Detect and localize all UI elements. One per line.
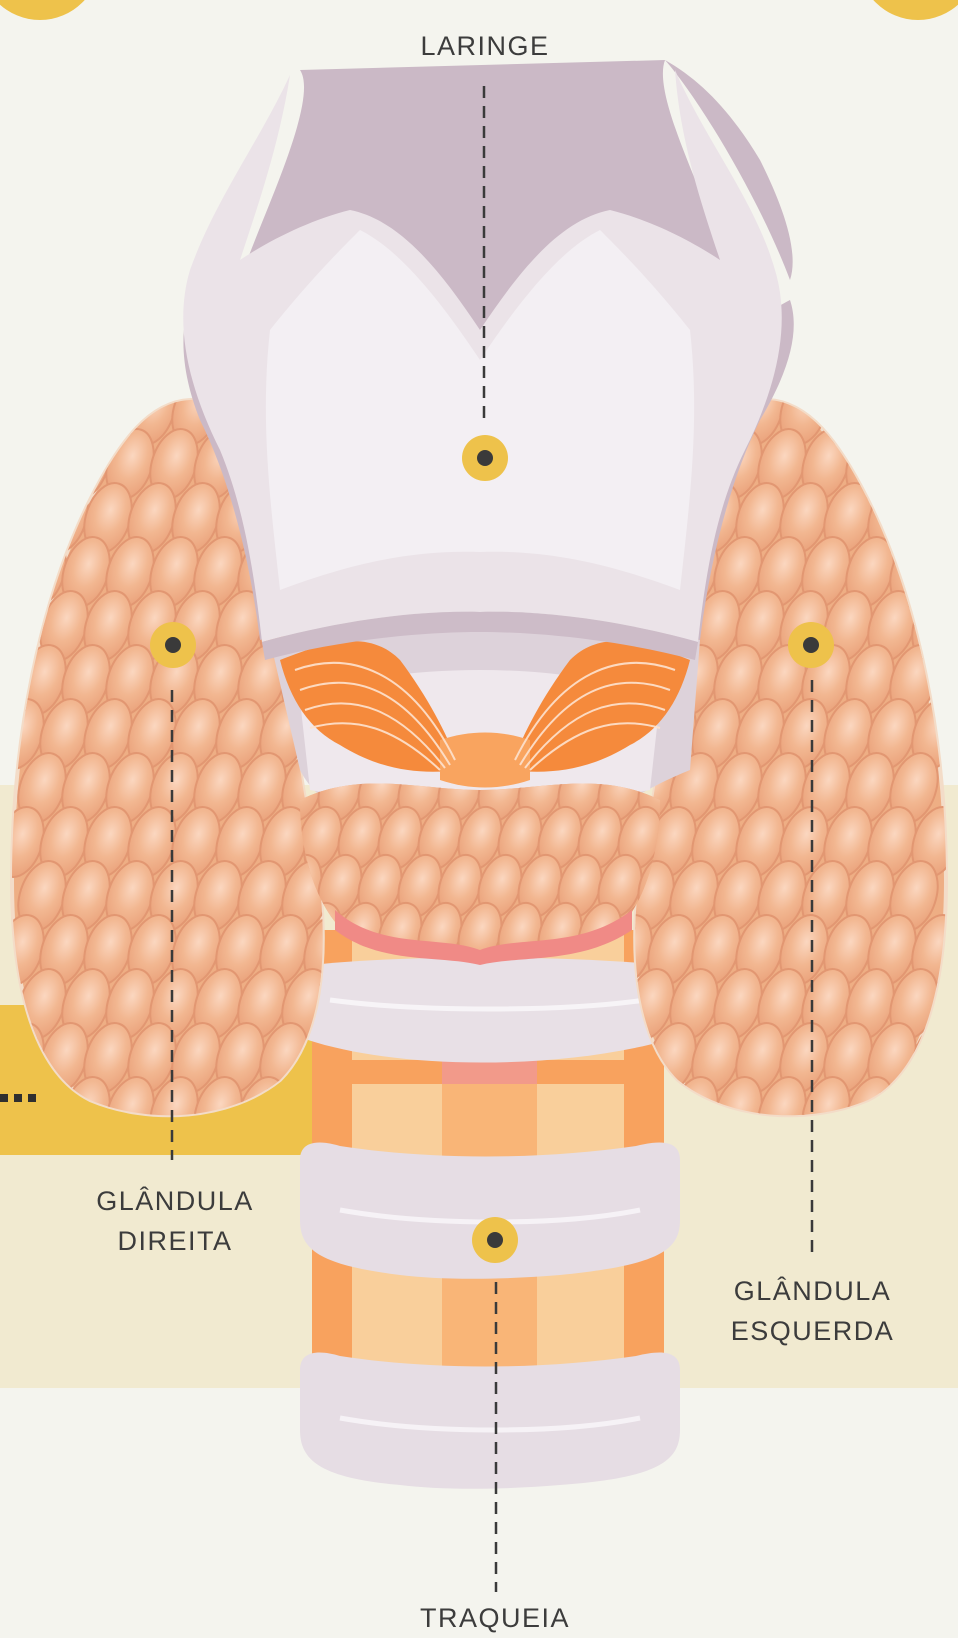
- pin-dot-icon: [150, 622, 196, 668]
- gland-lobule: [0, 477, 52, 559]
- corner-circle-left: [0, 0, 100, 20]
- gland-lobule: [904, 369, 958, 451]
- pin-dot-icon: [472, 1217, 518, 1263]
- label-right-gland: GLÂNDULA DIREITA: [60, 1181, 290, 1261]
- pin-dot-icon: [788, 622, 834, 668]
- pin-dot-icon: [462, 435, 508, 481]
- corner-circle-right: [858, 0, 958, 20]
- gland-lobule: [882, 423, 946, 505]
- label-larynx: LARINGE: [385, 26, 585, 66]
- gland-lobule: [860, 369, 924, 451]
- gland-lobule: [904, 477, 958, 559]
- gland-lobule: [0, 369, 52, 451]
- trachea: [300, 930, 680, 1489]
- more-dots-icon: [0, 1094, 36, 1102]
- label-left-gland: GLÂNDULA ESQUERDA: [690, 1271, 935, 1351]
- gland-lobule: [32, 369, 96, 451]
- label-trachea: TRAQUEIA: [395, 1598, 595, 1638]
- gland-lobule: [10, 423, 74, 505]
